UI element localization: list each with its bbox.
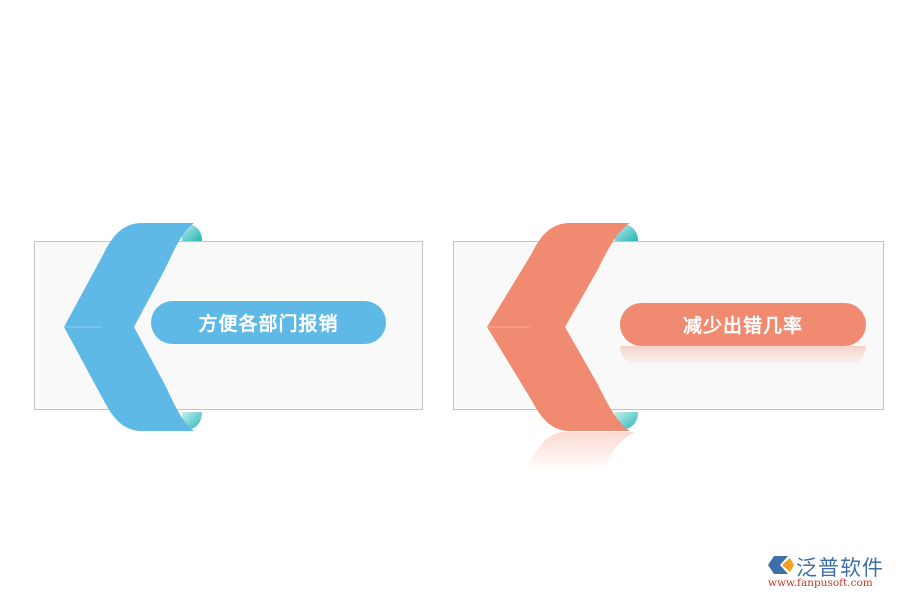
ribbon-reflection [525,432,635,472]
label-pill-2: 减少出错几率 [620,303,866,346]
logo-title: 泛普软件 [796,556,884,580]
chevron-left-ribbon-icon [64,223,202,431]
pill-reflection [620,346,866,366]
fanpu-logo-icon [768,556,794,574]
logo[interactable]: 泛普软件 www.fanpusoft.com [766,552,896,592]
logo-url[interactable]: www.fanpusoft.com [768,577,873,589]
chevron-left-ribbon-icon [487,223,638,431]
label-pill-1: 方便各部门报销 [151,301,386,344]
